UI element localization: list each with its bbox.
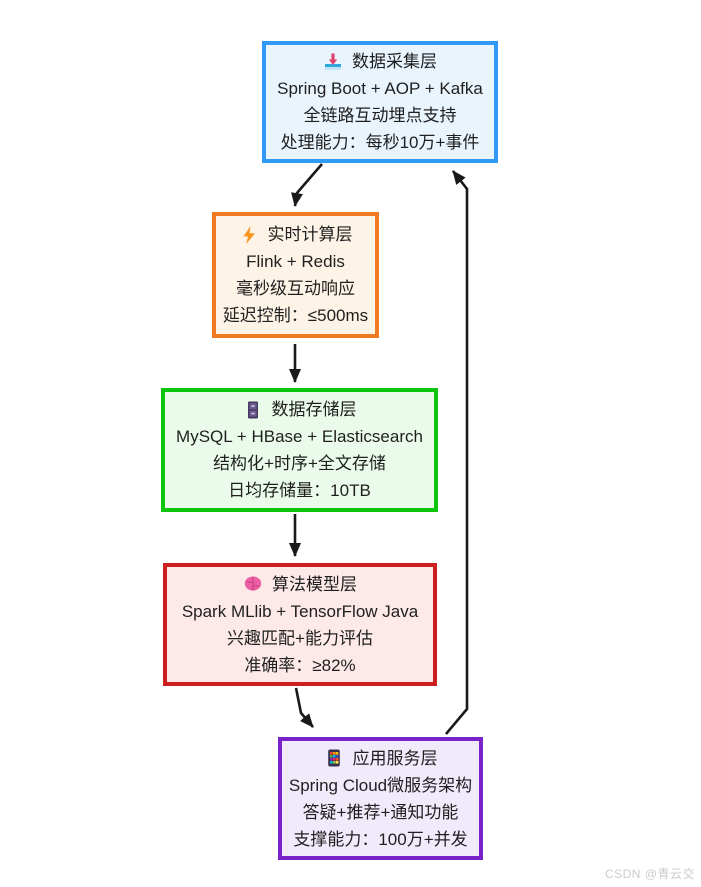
watermark: CSDN @青云交 — [604, 867, 695, 881]
node-title: 算法模型层 — [272, 574, 357, 594]
node-metric: 支撑能力：100万+并发 — [293, 829, 468, 849]
node-tech: Spring Boot + AOP + Kafka — [277, 79, 483, 98]
node-metric: 处理能力：每秒10万+事件 — [280, 133, 480, 152]
node-metric: 日均存储量：10TB — [228, 481, 371, 500]
node-tech: Spring Cloud微服务架构 — [288, 775, 473, 795]
inbox-tray-icon — [323, 52, 343, 72]
node-title: 数据采集层 — [352, 52, 437, 71]
node-metric: 准确率：≥82% — [244, 655, 356, 675]
app-grid-icon — [324, 748, 344, 768]
node-metric: 延迟控制：≤500ms — [222, 306, 369, 325]
arrow-collection-to-compute — [291, 163, 323, 207]
node-application-service-layer: 应用服务层 Spring Cloud微服务架构 答疑+推荐+通知功能 支撑能力：… — [278, 737, 483, 860]
node-title: 实时计算层 — [267, 225, 353, 244]
brain-icon — [243, 574, 263, 594]
arrow-model-to-service — [294, 687, 314, 728]
node-tech: MySQL + HBase + Elasticsearch — [176, 427, 423, 446]
node-title: 应用服务层 — [352, 748, 438, 768]
node-feature: 兴趣匹配+能力评估 — [227, 628, 373, 648]
node-realtime-compute-layer: 实时计算层 Flink + Redis 毫秒级互动响应 延迟控制：≤500ms — [212, 212, 379, 338]
node-algorithm-model-layer: 算法模型层 Spark MLlib + TensorFlow Java 兴趣匹配… — [163, 563, 437, 686]
node-feature: 全链路互动埋点支持 — [303, 106, 457, 125]
node-tech: Flink + Redis — [246, 252, 345, 271]
arrow-service-feedback-to-collection — [445, 170, 469, 735]
node-tech: Spark MLlib + TensorFlow Java — [181, 601, 419, 621]
node-title: 数据存储层 — [271, 400, 357, 419]
node-feature: 答疑+推荐+通知功能 — [302, 802, 459, 822]
node-data-storage-layer: 数据存储层 MySQL + HBase + Elasticsearch 结构化+… — [161, 388, 438, 512]
lightning-icon — [239, 225, 259, 245]
file-cabinet-icon — [243, 400, 263, 420]
node-feature: 毫秒级互动响应 — [236, 279, 355, 298]
node-feature: 结构化+时序+全文存储 — [213, 454, 386, 473]
node-data-collection-layer: 数据采集层 Spring Boot + AOP + Kafka 全链路互动埋点支… — [262, 41, 498, 163]
